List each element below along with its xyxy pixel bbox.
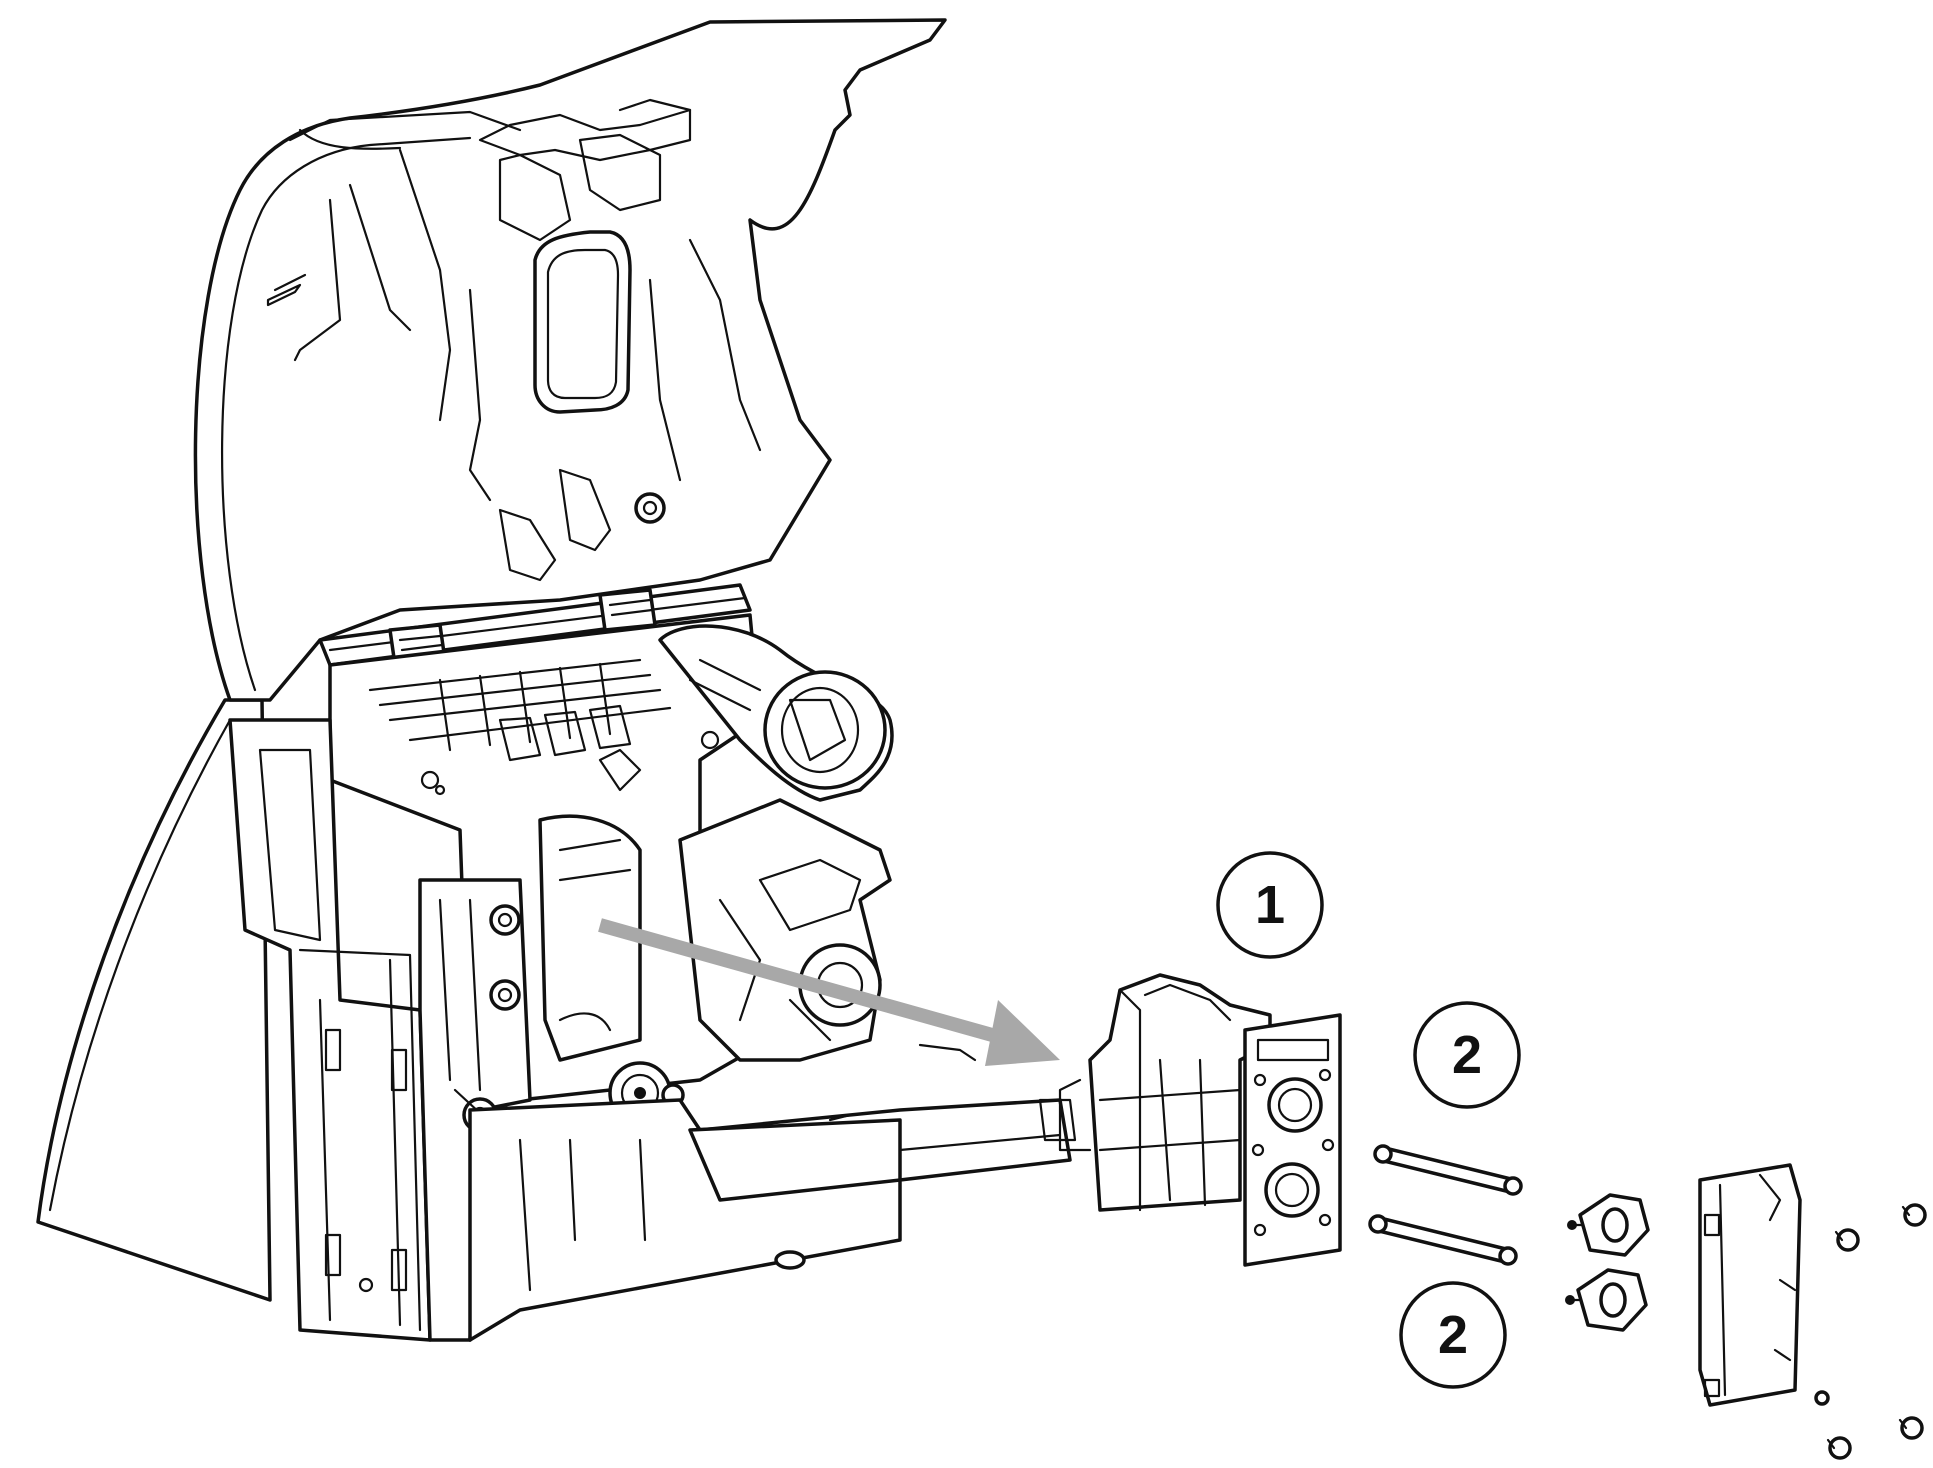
callout-2-upper: 2 [1413,1001,1521,1109]
bearing-bracket-upper [1567,1193,1650,1257]
side-cover-plate [1698,1163,1802,1407]
lid-window [533,230,632,414]
roller-shaft-upper [1373,1144,1523,1196]
callout-2-lower: 2 [1399,1281,1507,1389]
printer-base [468,1098,1072,1342]
screws [1814,1203,1927,1460]
screw-4 [1898,1416,1924,1440]
callout-2-upper-label: 2 [1452,1025,1482,1085]
removal-direction-arrow [598,918,1060,1066]
screw-3 [1826,1436,1852,1460]
callout-2-lower-label: 2 [1438,1305,1468,1365]
printer-body [36,18,1072,1342]
screw-1 [1834,1228,1860,1252]
removed-module [1038,973,1342,1267]
callout-1: 1 [1216,851,1324,959]
screw-2 [1901,1203,1927,1227]
printer-side-panel [36,698,272,1302]
bearing-bracket-lower [1565,1268,1648,1332]
callout-1-label: 1 [1255,875,1285,935]
screw-5 [1814,1390,1830,1406]
roller-shaft-lower [1368,1214,1518,1266]
